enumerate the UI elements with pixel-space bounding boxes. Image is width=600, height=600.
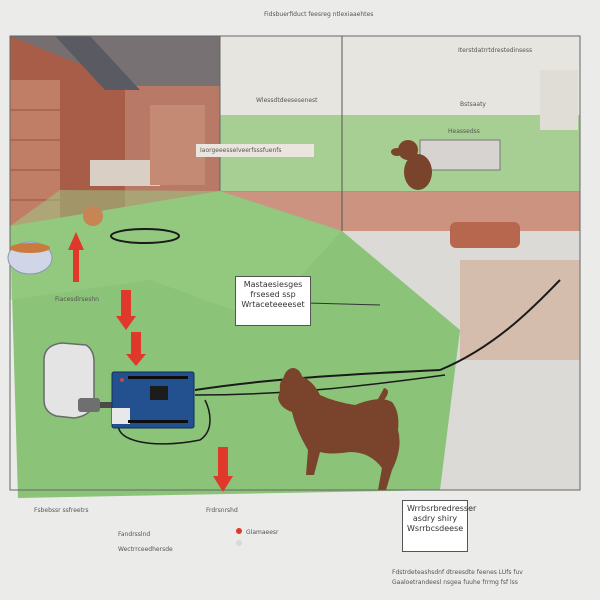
callout-bottom-right-line2: asdry shiry xyxy=(412,514,458,523)
left-small-note: Fiacesdlrseshn xyxy=(55,296,99,303)
house-illustration xyxy=(10,36,220,226)
callout-center-line3: Wrtaceteeeeset xyxy=(241,300,305,309)
bowl-icon xyxy=(7,206,103,275)
dog-icon xyxy=(278,368,400,490)
upper-mid-note: Wlessdtdeesesenest xyxy=(256,97,318,104)
yard-note: Iaorgeeesselveerfsssfuenfs xyxy=(196,144,314,157)
callout-bottom-right: Wrrbsrbredresser asdry shiry Wsrrbcsdees… xyxy=(402,500,477,552)
legend-dot-red xyxy=(236,528,242,534)
arduino-board-icon xyxy=(111,371,195,429)
upper-right-note: Iterstdatrrtdrestedinsess xyxy=(458,47,533,54)
bottom-left-note: Fsbebssr ssfreetrs xyxy=(34,507,89,514)
wire-to-house xyxy=(194,279,561,391)
callout-center: Mastaesiesges frsesed ssp Wrtaceteeeeset xyxy=(235,276,311,326)
legend-line-3: Wectrrceedhersde xyxy=(118,546,173,553)
callout-center-line1: Mastaesiesges xyxy=(243,280,303,289)
footer-line-1: Fdstrdeteashsdnf dtreesdte feenes LUfs f… xyxy=(392,569,523,576)
power-adapter-icon xyxy=(43,342,116,419)
callout-bottom-right-line3: Wsrrbcsdeese xyxy=(407,524,464,533)
legend-dot-grey xyxy=(236,540,242,546)
legend-line-1: Fandrsslnd xyxy=(118,531,151,538)
callout-center-line2: frsesed ssp xyxy=(250,290,296,299)
wire-loop-icon xyxy=(110,228,180,244)
room-tag: Bstsaaty xyxy=(460,101,486,108)
bottom-mid-note: Frdrsnrshd xyxy=(206,507,238,514)
dog-icon-small xyxy=(391,140,432,190)
room-panel xyxy=(219,35,581,192)
callout-bottom-right-line1: Wrrbsrbredresser xyxy=(407,504,477,513)
top-header-label: Fidsbuerfiduct feesreg ntlexiaaehtes xyxy=(264,11,374,18)
room-tag-2: Heassedss xyxy=(448,128,480,135)
legend-line-2: Glamaeesr xyxy=(246,529,279,536)
red-arrow-icon xyxy=(68,232,233,492)
footer-line-2: Gaaloetrandeesl nsgea fuuhe frrmg fsf ls… xyxy=(392,579,518,586)
